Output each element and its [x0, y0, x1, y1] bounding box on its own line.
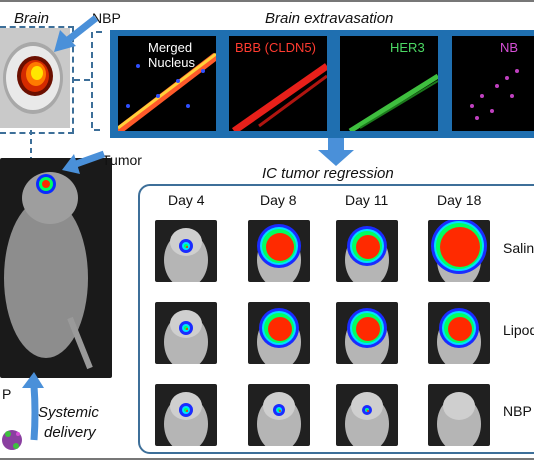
mouse-thumbnail — [248, 220, 310, 282]
mouse-thumbnail — [336, 384, 398, 446]
brain-dashed-frame — [0, 26, 74, 134]
delivery-line1: Systemic — [38, 404, 99, 421]
nbp-fragment-label: P — [2, 386, 12, 402]
day-header-18: Day 18 — [437, 192, 482, 208]
day-header-8: Day 8 — [260, 192, 297, 208]
mouse-thumbnail — [428, 384, 490, 446]
merged-nucleus-panel: Merged Nucleus — [118, 36, 216, 131]
mouse-thumbnail — [336, 302, 398, 364]
mouse-thumbnail — [428, 302, 490, 364]
extravasation-title: Brain extravasation — [265, 10, 394, 27]
group-label-saline: Saline — [503, 240, 534, 256]
brain-heatmap — [3, 42, 63, 114]
dashed-connector — [74, 31, 102, 131]
mouse-thumbnail — [428, 220, 490, 282]
bbb-label: BBB (CLDN5) — [235, 40, 316, 55]
mouse-thumbnail — [155, 384, 217, 446]
group-label-lipod: Lipod — [503, 322, 534, 338]
regression-title: IC tumor regression — [262, 165, 394, 182]
nanoparticle-icon — [2, 430, 22, 450]
tumor-arrow-icon — [62, 150, 106, 174]
mouse-thumbnail — [155, 302, 217, 364]
bbb-cldn5-panel: BBB (CLDN5) — [229, 36, 327, 131]
group-label-nbp: NBP — [503, 403, 532, 419]
nb-label: NB — [500, 40, 519, 55]
delivery-arrow-icon — [22, 372, 44, 441]
down-arrow-icon — [318, 138, 354, 166]
outer-top-border — [0, 0, 534, 2]
brain-title: Brain — [14, 10, 50, 27]
mouse-image — [0, 158, 112, 378]
nb-panel: NB — [452, 36, 534, 131]
day-header-4: Day 4 — [168, 192, 205, 208]
brain-image — [0, 28, 70, 128]
nbp-arrow-icon — [54, 15, 99, 52]
brain-to-mouse-connector — [30, 130, 32, 160]
mouse-thumbnail — [155, 220, 217, 282]
mouse-thumbnail — [248, 302, 310, 364]
mouse-thumbnail — [336, 220, 398, 282]
day-header-11: Day 11 — [345, 192, 389, 208]
nucleus-label: Nucleus — [148, 55, 195, 70]
her3-panel: HER3 — [340, 36, 438, 131]
brain-nbp-label: NBP — [92, 10, 121, 26]
outer-bottom-border — [0, 458, 534, 460]
tumor-label: Tumor — [102, 152, 142, 168]
regression-frame — [138, 184, 534, 454]
merged-label: Merged — [148, 40, 193, 55]
her3-label: HER3 — [390, 40, 425, 55]
mouse-thumbnail — [248, 384, 310, 446]
delivery-line2: delivery — [44, 424, 96, 441]
